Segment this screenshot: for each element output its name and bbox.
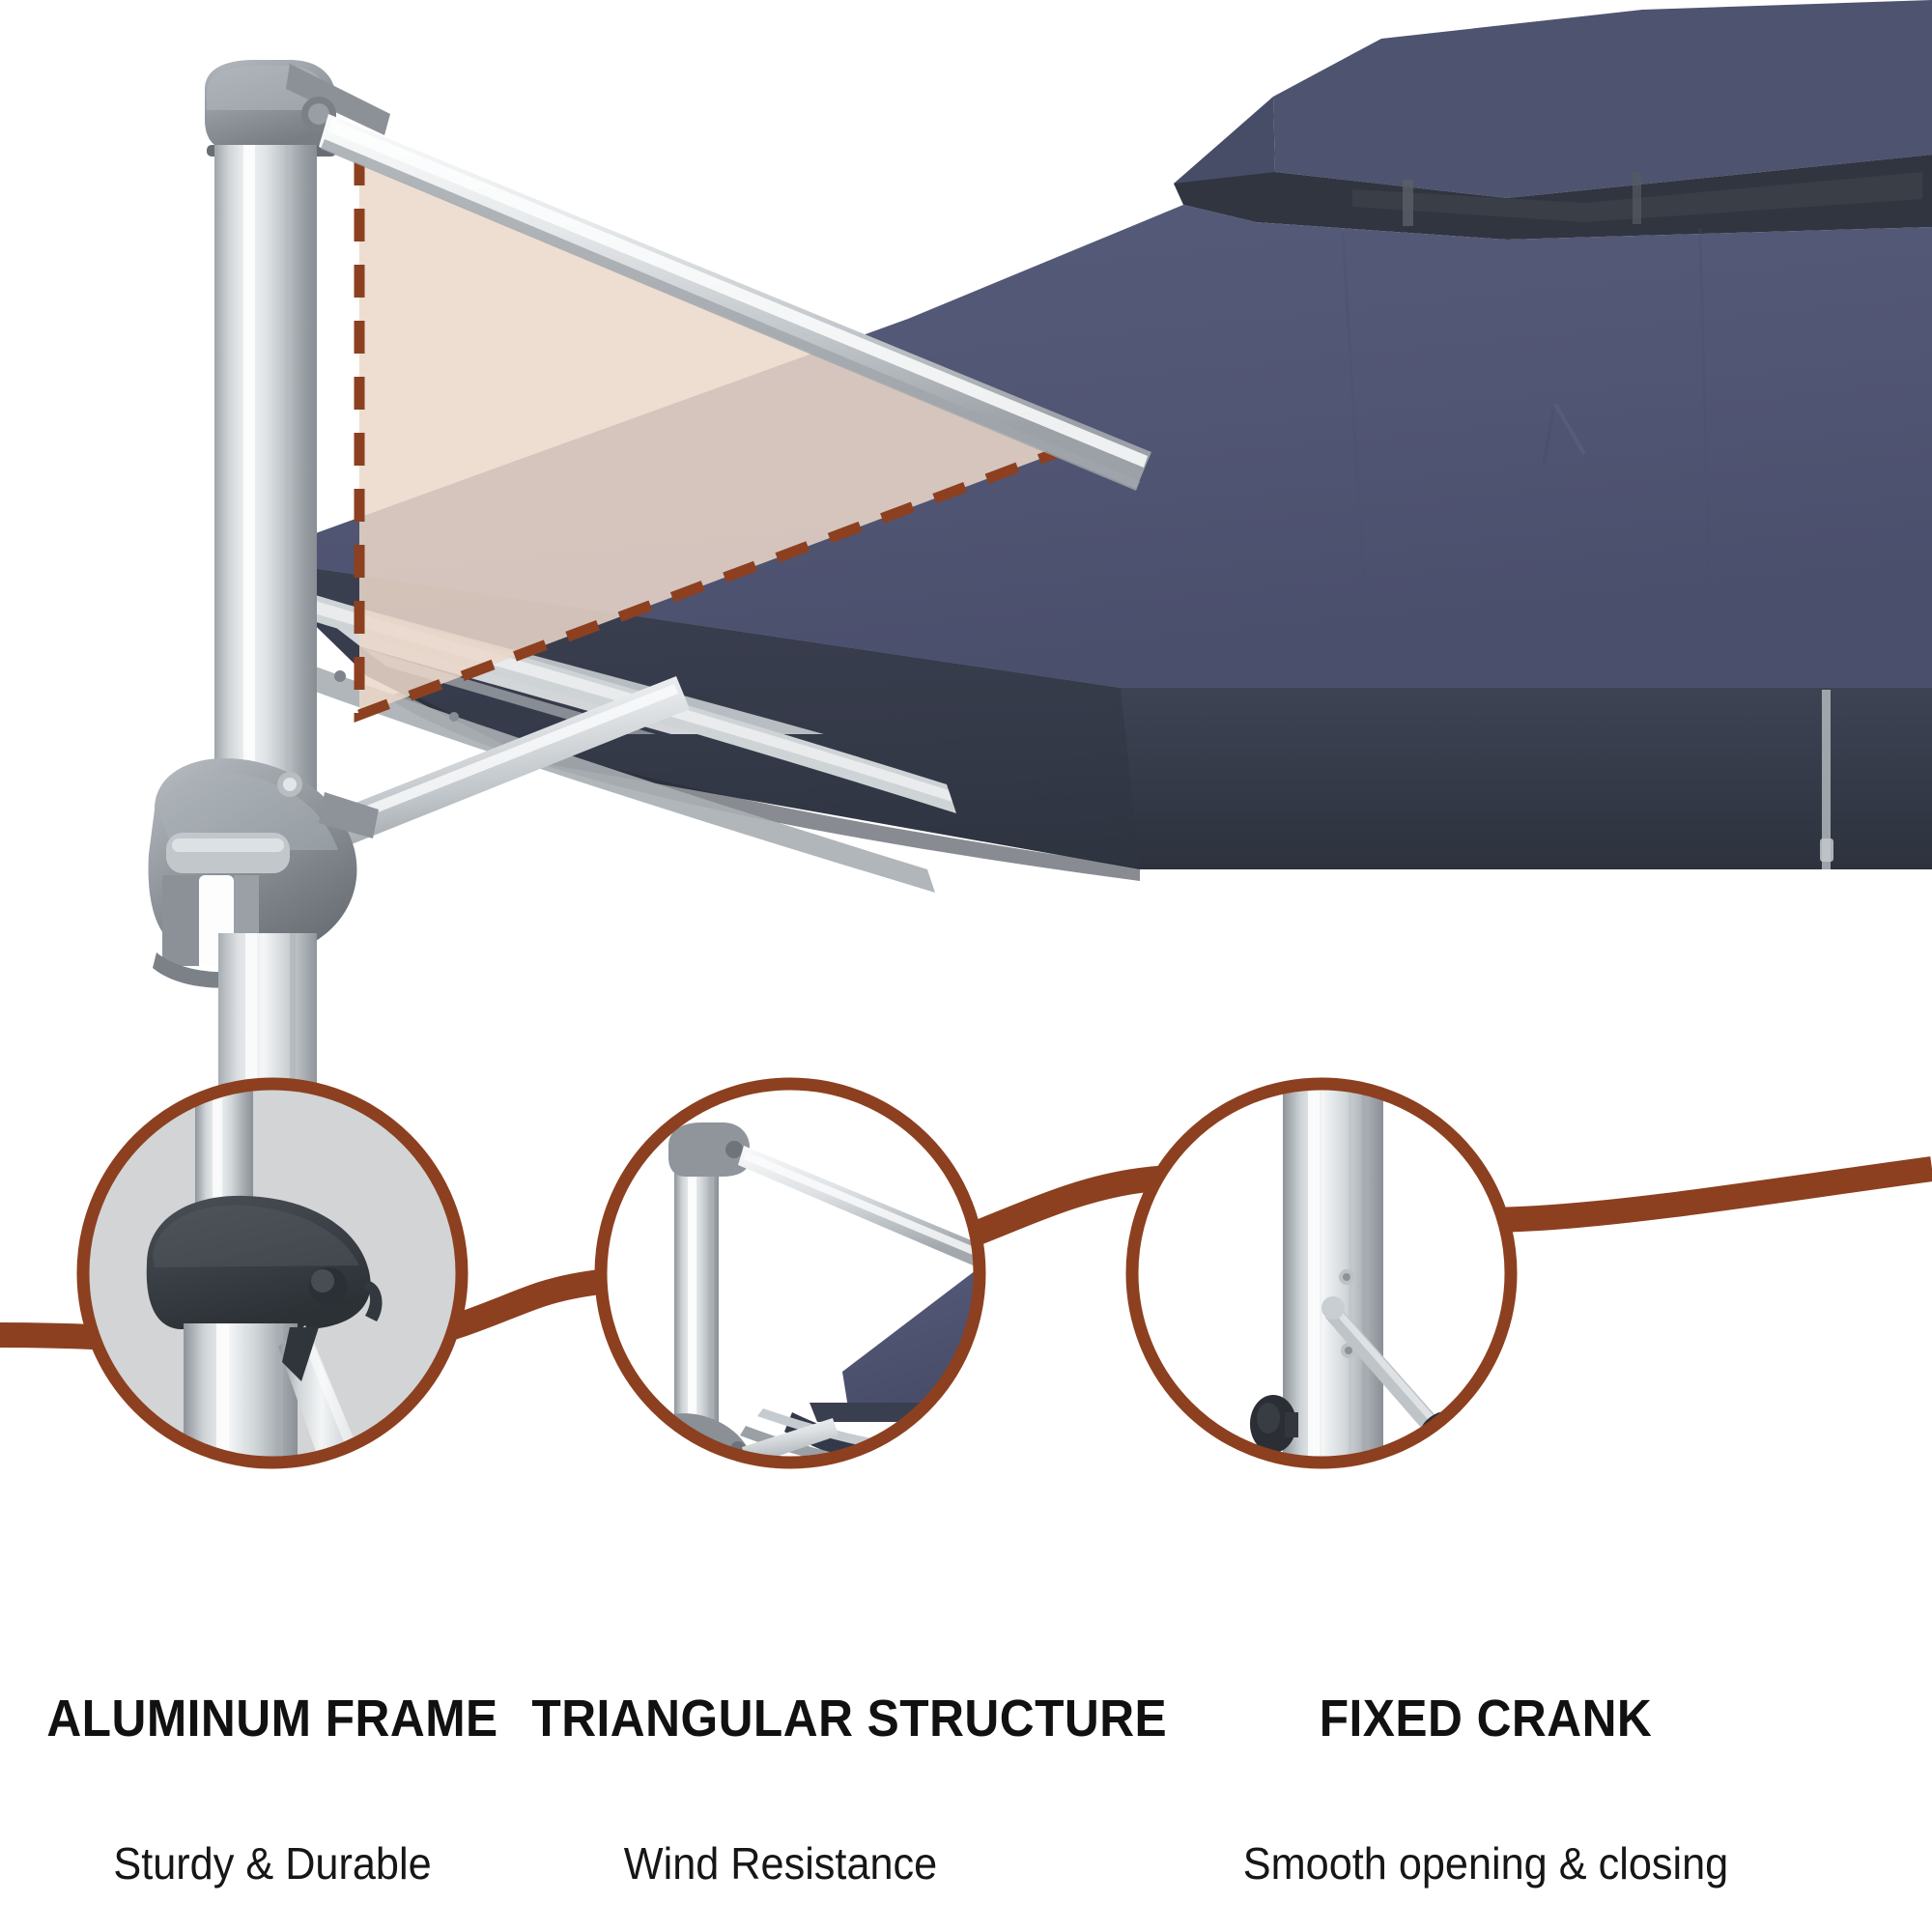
caption-title-triangular-structure: TRIANGULAR STRUCTURE bbox=[531, 1690, 1168, 1747]
vertical-mast-upper bbox=[214, 145, 317, 811]
callout-circle-aluminum-frame[interactable] bbox=[76, 1024, 469, 1519]
lower-support-strut bbox=[319, 676, 690, 852]
callout-circle-fixed-crank[interactable] bbox=[1125, 1077, 1518, 1470]
caption-subtitle-triangular-structure: Wind Resistance bbox=[623, 1838, 938, 1889]
rotation-hub-handle[interactable] bbox=[148, 757, 379, 988]
caption-fixed-crank: FIXED CRANK Smooth opening & closing bbox=[1051, 1689, 1920, 1889]
caption-subtitle-aluminum-frame: Sturdy & Durable bbox=[113, 1838, 432, 1889]
caption-title-fixed-crank: FIXED CRANK bbox=[1319, 1690, 1653, 1747]
caption-title-aluminum-frame: ALUMINUM FRAME bbox=[46, 1690, 498, 1747]
canopy-vent bbox=[1174, 155, 1932, 240]
top-hinge-cap bbox=[205, 60, 390, 156]
caption-triangular-structure: TRIANGULAR STRUCTURE Wind Resistance bbox=[510, 1689, 1168, 1889]
diagonal-support-arm bbox=[319, 114, 1151, 491]
caption-subtitle-fixed-crank: Smooth opening & closing bbox=[1242, 1838, 1729, 1889]
callout-circle-triangular-structure[interactable] bbox=[594, 1077, 986, 1507]
caption-aluminum-frame: ALUMINUM FRAME Sturdy & Durable bbox=[2, 1689, 543, 1889]
canopy-underside bbox=[246, 558, 1932, 881]
